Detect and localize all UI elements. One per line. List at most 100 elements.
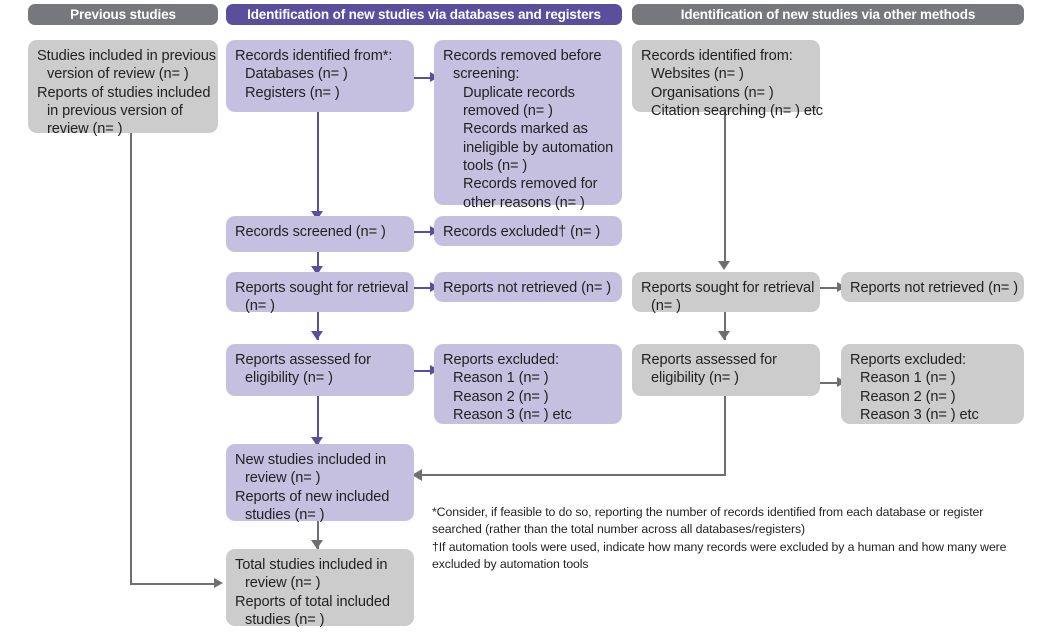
box-line: other reasons (n= ) (463, 194, 585, 211)
box-line: version of review (n= ) (47, 66, 189, 83)
box-line: Reports assessed for (235, 352, 371, 368)
box-line: (n= ) (245, 298, 275, 315)
box-line: review (n= ) (47, 121, 123, 138)
box-records-excluded: Records excluded† (n= ) (434, 216, 622, 246)
connector-assessed-to-reports-excluded (413, 370, 433, 372)
box-line: Organisations (n= ) (651, 84, 774, 101)
box-line: Reports of total included (235, 593, 390, 610)
header-new-studies-other-label: Identification of new studies via other … (680, 7, 976, 22)
box-records-identified-databases: Records identified from*: Databases (n= … (226, 40, 414, 112)
box-line: Reason 2 (n= ) (453, 388, 549, 405)
box-line: Reports sought for retrieval (235, 280, 409, 296)
box-line: eligibility (n= ) (245, 370, 333, 387)
connector-other-assessed-down (724, 396, 726, 475)
arrowhead-previous-to-total (214, 578, 223, 588)
box-line: Reason 1 (n= ) (453, 370, 549, 387)
header-new-studies-databases: Identification of new studies via databa… (226, 4, 622, 25)
arrowhead-other-identified-to-sought (718, 261, 730, 270)
connector-assessed-to-new-studies (317, 396, 319, 444)
box-line: Reason 3 (n= ) etc (860, 406, 979, 423)
box-line: Registers (n= ) (245, 84, 340, 101)
box-line: Reports not retrieved (n= ) (850, 280, 1019, 296)
box-line: Reports excluded: (850, 352, 966, 368)
connector-previous-to-total-horizontal (130, 583, 216, 585)
connector-other-to-new-studies-horizontal (422, 474, 726, 476)
box-line: Records excluded† (n= ) (443, 224, 601, 240)
box-line: Total studies included in (235, 557, 388, 573)
box-line: Reports not retrieved (n= ) (443, 280, 612, 296)
header-previous-studies-label: Previous studies (70, 7, 176, 22)
connector-identified-to-removed (413, 77, 433, 79)
box-line: Reports assessed for (641, 352, 777, 368)
header-new-studies-other: Identification of new studies via other … (632, 4, 1024, 25)
header-previous-studies: Previous studies (28, 4, 218, 25)
box-line: New studies included in (235, 452, 387, 468)
connector-sought-to-not-retrieved (413, 287, 433, 289)
box-line: screening: (453, 66, 520, 83)
connector-other-assessed-to-reports-excluded (820, 382, 840, 384)
arrowhead-other-sought-to-assessed (718, 331, 730, 340)
box-line: Citation searching (n= ) etc (651, 102, 824, 119)
box-reports-not-retrieved-databases: Reports not retrieved (n= ) (434, 272, 622, 302)
box-line: studies (n= ) (245, 506, 325, 523)
box-records-screened: Records screened (n= ) (226, 216, 414, 252)
box-line: removed (n= ) (463, 102, 553, 119)
box-line: Reports excluded: (443, 352, 559, 368)
connector-previous-to-total-vertical (130, 133, 132, 585)
footnote-line: †If automation tools were used, indicate… (432, 539, 1007, 554)
box-records-removed-before-screening: Records removed before screening: Duplic… (434, 40, 622, 211)
arrowhead-new-to-total (311, 540, 323, 549)
box-line: Reason 2 (n= ) (860, 388, 956, 405)
header-new-studies-databases-label: Identification of new studies via databa… (247, 7, 601, 22)
box-line: in previous version of (47, 102, 183, 119)
box-new-studies-included: New studies included in review (n= ) Rep… (226, 444, 414, 523)
box-reports-sought-other: Reports sought for retrieval (n= ) (632, 272, 820, 315)
box-reports-sought-databases: Reports sought for retrieval (n= ) (226, 272, 414, 315)
footnote-line: *Consider, if feasible to do so, reporti… (432, 505, 984, 519)
arrowhead-identified-to-screened (311, 211, 323, 220)
box-line: ineligible by automation (463, 139, 614, 156)
arrowhead-screened-to-sought (311, 266, 323, 275)
connector-other-sought-to-not-retrieved (820, 287, 840, 289)
footnote-line: searched (rather than the total number a… (432, 522, 806, 537)
box-line: review (n= ) (245, 575, 321, 592)
box-line: Reports sought for retrieval (641, 280, 815, 296)
box-line: Reports of new included (235, 488, 390, 505)
box-reports-assessed-other: Reports assessed for eligibility (n= ) (632, 344, 820, 396)
box-line: Reason 3 (n= ) etc (453, 406, 572, 423)
box-line: Reports of studies included (37, 84, 211, 101)
box-line: studies (n= ) (245, 611, 325, 628)
arrowhead-other-to-new-studies (412, 469, 422, 481)
box-line: eligibility (n= ) (651, 370, 739, 387)
box-reports-excluded-databases: Reports excluded: Reason 1 (n= ) Reason … (434, 344, 622, 424)
box-line: Duplicate records (463, 84, 575, 101)
connector-other-sought-to-assessed (724, 312, 726, 340)
arrowhead-sought-to-assessed (311, 331, 323, 340)
box-studies-included-previous: Studies included in previous version of … (28, 40, 218, 137)
box-line: tools (n= ) (463, 157, 528, 174)
connector-screened-to-sought (317, 252, 319, 274)
arrowhead-assessed-to-new-studies (311, 437, 323, 446)
box-reports-assessed-databases: Reports assessed for eligibility (n= ) (226, 344, 414, 396)
box-records-identified-other: Records identified from: Websites (n= ) … (632, 40, 823, 119)
box-reports-excluded-other: Reports excluded: Reason 1 (n= ) Reason … (841, 344, 1024, 424)
footnotes: *Consider, if feasible to do so, reporti… (432, 504, 1032, 574)
box-line: Records identified from: (641, 48, 793, 64)
box-line: Records identified from*: (235, 48, 393, 64)
box-line: Records screened (n= ) (235, 224, 386, 240)
box-total-studies-included: Total studies included in review (n= ) R… (226, 549, 414, 628)
box-line: Records removed for (463, 176, 598, 193)
box-line: Databases (n= ) (245, 66, 348, 83)
connector-sought-to-assessed (317, 312, 319, 340)
box-reports-not-retrieved-other: Reports not retrieved (n= ) (841, 272, 1024, 302)
box-line: Records marked as (463, 121, 588, 138)
box-line: Records removed before (443, 48, 602, 64)
connector-screened-to-excluded (413, 231, 433, 233)
box-line: Websites (n= ) (651, 66, 744, 83)
connector-other-identified-to-sought (724, 112, 726, 266)
footnote-line: excluded by automation tools (432, 557, 589, 572)
box-line: Studies included in previous (37, 48, 216, 64)
connector-new-to-total (317, 521, 319, 549)
box-line: (n= ) (651, 298, 681, 315)
